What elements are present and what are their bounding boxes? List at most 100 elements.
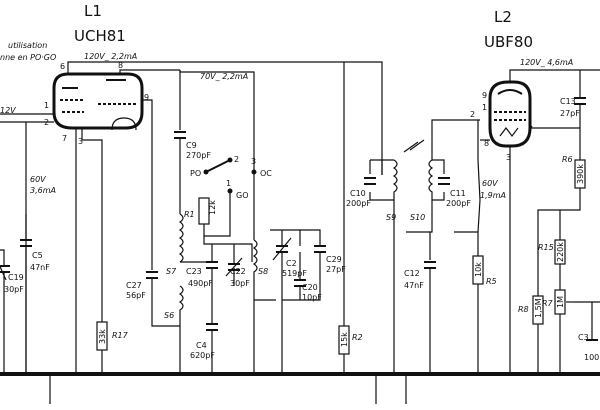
- tube-l2-symbol: [488, 80, 532, 148]
- c3-capacitor: [586, 302, 598, 341]
- r6-label: R6: [562, 155, 573, 164]
- s9-label: S9: [386, 213, 396, 222]
- c19-label: C19: [8, 273, 24, 282]
- switch-po: PO: [190, 169, 201, 178]
- r7-value: 1M: [556, 296, 565, 308]
- l1-pin-6: 6: [60, 62, 65, 71]
- c23-label: C23: [186, 267, 202, 276]
- r8-value: 1,5M: [534, 298, 543, 318]
- s7-label: S7: [166, 267, 177, 276]
- c11-value: 200pF: [446, 199, 471, 208]
- c9-capacitor: [174, 131, 186, 214]
- c29-label: C29: [326, 255, 342, 264]
- r5-value: 10k: [474, 262, 483, 277]
- r15-value: 220k: [556, 242, 565, 262]
- r5-label: R5: [486, 277, 497, 286]
- c12-label: C12: [404, 269, 420, 278]
- r17-label: R17: [112, 331, 129, 340]
- c27-value: 56pF: [126, 291, 146, 300]
- l2-pin-7: 7: [528, 125, 533, 134]
- r15-label: R15: [538, 243, 554, 252]
- c20-value: 10pF: [302, 293, 322, 302]
- c12-capacitor: [424, 261, 436, 372]
- c5-label: C5: [32, 251, 43, 260]
- c10-value: 200pF: [346, 199, 371, 208]
- s8-coil: [252, 170, 258, 290]
- l2-pin-9: 9: [482, 91, 487, 100]
- l2-pin-3: 3: [506, 153, 511, 162]
- left-60v: 60V: [30, 175, 46, 184]
- tube-l1-symbol: [52, 72, 144, 131]
- c2-variable-capacitor: [272, 230, 292, 300]
- c22-value: 30pF: [230, 279, 250, 288]
- c4-capacitor: [206, 312, 218, 372]
- c19-capacitor: [0, 249, 10, 372]
- c29-value: 27pF: [326, 265, 346, 274]
- s10-label: S10: [410, 213, 425, 222]
- c4-value: 620pF: [190, 351, 215, 360]
- left-input-voltage: 12V: [0, 106, 16, 115]
- c20-label: C20: [302, 283, 318, 292]
- c3-label: C3: [578, 333, 589, 342]
- r6-value: 390k: [576, 164, 585, 184]
- switch-pin-2: 2: [234, 155, 239, 164]
- r7-label: R7: [542, 299, 554, 308]
- tube-l1-type: UCH81: [74, 27, 126, 45]
- osc-voltage: 70V_ 2,2mA: [200, 72, 248, 81]
- right-current: 1,9mA: [480, 191, 506, 200]
- c3-value: 100: [584, 353, 599, 362]
- tube-l1-name: L1: [84, 2, 102, 20]
- switch-go: GO: [236, 191, 249, 200]
- switch-pin-1: 1: [226, 179, 231, 188]
- tube-l2-type: UBF80: [484, 33, 533, 51]
- l1-pin-9: 9: [144, 93, 149, 102]
- r2-value: 15k: [340, 332, 349, 347]
- s8-label: S8: [258, 267, 268, 276]
- note-utilisation: utilisation: [8, 41, 47, 50]
- l1-pin-1: 1: [44, 101, 49, 110]
- tube-l2-name: L2: [494, 8, 512, 26]
- l1-pin-3: 3: [78, 137, 83, 146]
- l2-pin-8: 8: [484, 139, 489, 148]
- c23-capacitor: [206, 261, 218, 312]
- s6-label: S6: [164, 311, 174, 320]
- c22-trimmer: [225, 244, 243, 286]
- c13-value: 27pF: [560, 109, 580, 118]
- c2-label: C2: [286, 259, 297, 268]
- c12-value: 47nF: [404, 281, 424, 290]
- if-transformer: [364, 119, 480, 260]
- r17-value: 33k: [98, 329, 107, 344]
- c2-value: 519pF: [282, 269, 307, 278]
- c10-label: C10: [350, 189, 366, 198]
- c27-capacitor: [146, 271, 158, 290]
- c13-label: C13: [560, 97, 576, 106]
- c9-value: 270pF: [186, 151, 211, 160]
- c27-label: C27: [126, 281, 142, 290]
- l2-pin-1: 1: [482, 103, 487, 112]
- r2-label: R2: [352, 333, 363, 342]
- note-po-go: nne en PO·GO: [0, 53, 56, 62]
- c9-label: C9: [186, 141, 197, 150]
- c5-value: 47nF: [30, 263, 50, 272]
- r8-label: R8: [518, 305, 529, 314]
- c22-label: C22: [230, 267, 246, 276]
- l1-pin-8: 8: [118, 61, 123, 70]
- r1-label: R1: [184, 210, 195, 219]
- c29-capacitor: [282, 245, 326, 301]
- ground-stubs: [25, 210, 407, 404]
- c20-capacitor: [294, 252, 306, 300]
- right-60v: 60V: [482, 179, 498, 188]
- left-current: 3,6mA: [30, 186, 56, 195]
- c11-label: C11: [450, 189, 466, 198]
- l2-pin-2: 2: [470, 110, 475, 119]
- l2-plate-voltage: 120V_ 4,6mA: [520, 58, 573, 67]
- switch-oc: OC: [260, 169, 272, 178]
- r1-value: 12k: [208, 200, 217, 215]
- c13-capacitor: [574, 70, 586, 128]
- l1-plate-voltage: 120V_ 2,2mA: [84, 52, 137, 61]
- c19-value: 30pF: [4, 285, 24, 294]
- s7-coil: [151, 213, 184, 327]
- l1-pin-7: 7: [62, 134, 67, 143]
- c4-label: C4: [196, 341, 207, 350]
